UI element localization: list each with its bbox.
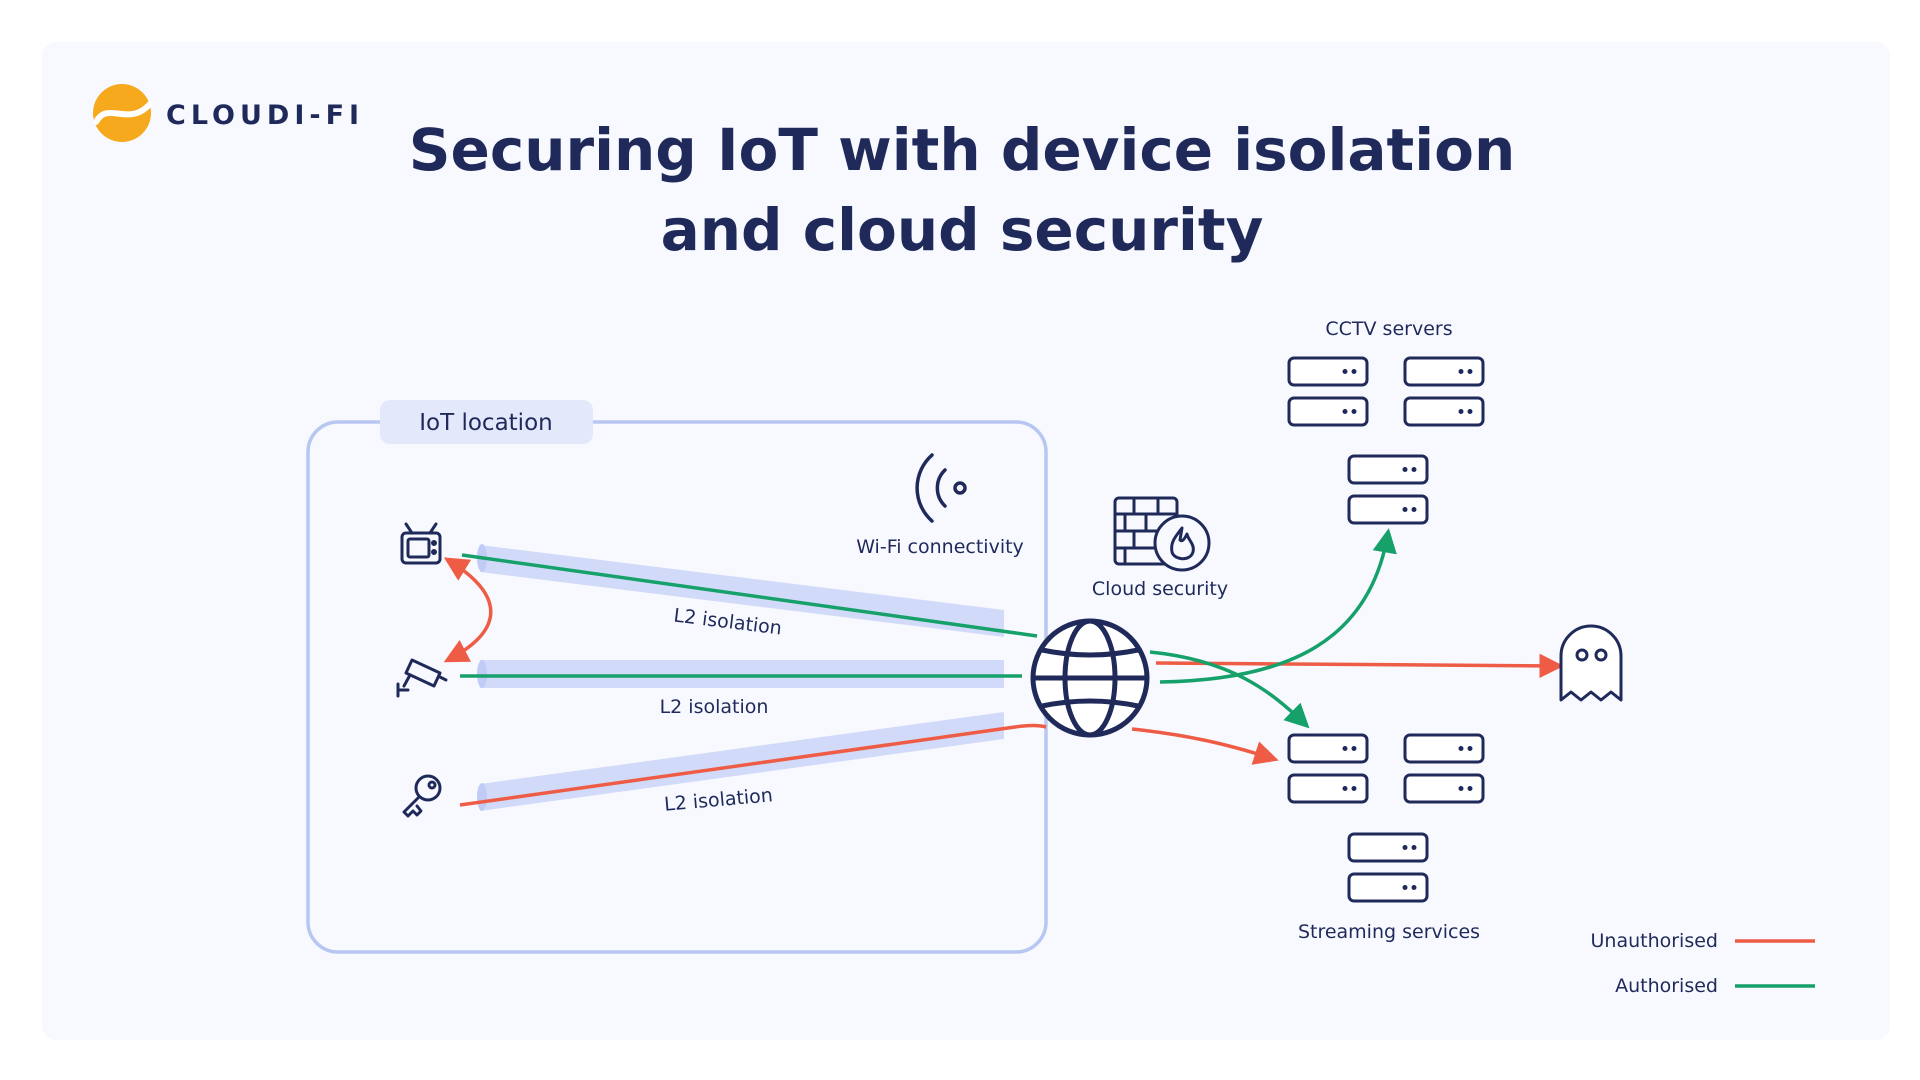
iot-location-tab bbox=[380, 400, 593, 444]
authorised-path-to-streaming bbox=[1149, 650, 1310, 729]
wifi-label: Wi-Fi connectivity bbox=[856, 536, 1024, 558]
legend-unauthorised-label: Unauthorised bbox=[1591, 930, 1719, 952]
server-icon bbox=[1347, 832, 1429, 863]
security-camera-icon bbox=[396, 658, 448, 698]
firewall-icon bbox=[1113, 496, 1211, 572]
legend-authorised-label: Authorised bbox=[1615, 975, 1718, 997]
server-icon bbox=[1287, 396, 1369, 427]
unauthorised-path-key bbox=[459, 723, 1047, 807]
page-title-line-2: and cloud security bbox=[661, 196, 1264, 264]
server-icon bbox=[1347, 494, 1429, 525]
server-icon bbox=[1403, 733, 1485, 764]
brand-name: CLOUDI-FI bbox=[166, 100, 364, 131]
server-icon bbox=[1287, 356, 1369, 387]
server-icon bbox=[1287, 733, 1369, 764]
tunnel-middle-label: L2 isolation bbox=[660, 696, 769, 718]
server-icon bbox=[1287, 773, 1369, 804]
ghost-icon bbox=[1559, 624, 1623, 702]
cctv-servers-label: CCTV servers bbox=[1325, 318, 1452, 340]
legend: Unauthorised Authorised bbox=[1591, 930, 1815, 997]
wifi-signal-icon bbox=[915, 453, 967, 523]
unauthorised-path-to-streaming bbox=[1131, 727, 1279, 765]
brand-logo: CLOUDI-FI bbox=[93, 84, 364, 142]
server-icon bbox=[1403, 773, 1485, 804]
iot-location-label: IoT location bbox=[419, 410, 552, 436]
globe-icon bbox=[1030, 618, 1150, 738]
page-title-line-1: Securing IoT with device isolation bbox=[409, 116, 1516, 184]
tv-icon bbox=[400, 522, 442, 565]
server-icon bbox=[1403, 356, 1485, 387]
server-icon bbox=[1403, 396, 1485, 427]
server-icon bbox=[1347, 454, 1429, 485]
authorised-path-tv bbox=[461, 553, 1038, 638]
cloud-security-label: Cloud security bbox=[1092, 578, 1228, 600]
unauthorised-path-lateral bbox=[443, 557, 493, 663]
tunnel-middle bbox=[477, 660, 1004, 688]
unauthorised-path-to-threat bbox=[1155, 653, 1564, 679]
server-icon bbox=[1347, 872, 1429, 903]
authorised-path-to-cctv bbox=[1159, 528, 1397, 684]
key-icon bbox=[402, 774, 442, 818]
streaming-services-label: Streaming services bbox=[1298, 921, 1480, 943]
